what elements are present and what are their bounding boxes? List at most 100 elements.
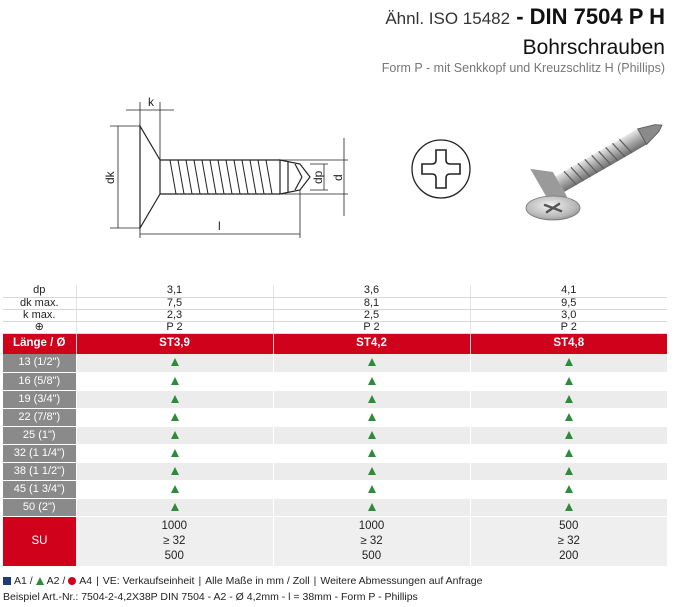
table-header-row: Länge / Ø ST3,9 ST4,2 ST4,8 (3, 333, 667, 354)
a2-triangle-icon (170, 394, 179, 403)
availability-cell[interactable] (76, 426, 273, 445)
spec-row-drive: ⊕ P 2 P 2 P 2 (3, 321, 667, 334)
a1-square-icon (3, 577, 11, 585)
availability-cell[interactable] (76, 462, 273, 481)
availability-cell[interactable] (469, 444, 667, 463)
a2-triangle-icon (367, 484, 376, 493)
a4-circle-icon (68, 577, 77, 585)
table-row: 13 (1/2") (3, 354, 667, 373)
spec-label: dk max. (3, 297, 76, 310)
spec-value: 9,5 (469, 297, 667, 310)
dim-d-label: d (331, 174, 345, 181)
dim-l-label: l (218, 219, 221, 233)
din-title: DIN 7504 P H (529, 4, 665, 29)
length-label: 32 (1 1/4") (3, 444, 77, 463)
legend: A1 / A2 / A4 | VE: Verkaufseinheit | All… (3, 575, 482, 587)
table-row: 38 (1 1/2") (3, 462, 667, 481)
a2-triangle-icon (367, 412, 376, 421)
length-label: 50 (2") (3, 498, 77, 517)
phillips-recess-icon (411, 139, 471, 199)
availability-cell[interactable] (76, 390, 273, 409)
availability-cell[interactable] (272, 372, 470, 391)
a2-triangle-icon (367, 502, 376, 511)
a2-triangle-icon (170, 412, 179, 421)
availability-cell[interactable] (76, 408, 273, 427)
a2-triangle-icon (170, 358, 179, 367)
availability-cell[interactable] (76, 480, 273, 499)
length-label: 25 (1") (3, 426, 77, 445)
dim-dk-label: dk (103, 170, 117, 184)
product-subtitle: Form P - mit Senkkopf und Kreuzschlitz H… (381, 61, 665, 75)
su-value: 500 (361, 549, 382, 562)
legend-ve: VE: Verkaufseinheit (102, 575, 195, 587)
a2-triangle-icon (170, 448, 179, 457)
availability-cell[interactable] (469, 426, 667, 445)
availability-cell[interactable] (76, 444, 273, 463)
legend-a1: A1 / (14, 575, 33, 587)
length-label: 13 (1/2") (3, 354, 77, 373)
availability-cell[interactable] (76, 354, 273, 373)
su-values: 1000 ≥ 32 500 (76, 516, 273, 566)
availability-cell[interactable] (272, 390, 470, 409)
su-value: 200 (559, 549, 579, 562)
legend-a2: A2 / (46, 575, 66, 587)
su-value: 500 (164, 549, 184, 562)
legend-units: Alle Maße in mm / Zoll (205, 575, 310, 587)
spec-row-dk: dk max. 7,5 8,1 9,5 (3, 297, 667, 310)
length-label: 45 (1 3/4") (3, 480, 77, 499)
availability-cell[interactable] (469, 408, 667, 427)
availability-cell[interactable] (272, 480, 470, 499)
spec-value: 2,5 (272, 309, 470, 322)
a2-triangle-icon (367, 376, 376, 385)
availability-cell[interactable] (469, 498, 667, 517)
su-value: 1000 (358, 519, 385, 532)
legend-separator: | (313, 575, 317, 587)
spec-value: 3,0 (469, 309, 667, 322)
availability-cell[interactable] (76, 372, 273, 391)
legend-separator: | (198, 575, 202, 587)
availability-cell[interactable] (469, 480, 667, 499)
table-row: 50 (2") (3, 498, 667, 517)
table-row: 16 (5/8") (3, 372, 667, 391)
spec-value: 8,1 (272, 297, 470, 310)
availability-cell[interactable] (469, 372, 667, 391)
technical-drawing: k dk l dp d (103, 95, 348, 238)
su-value: ≥ 32 (163, 534, 186, 547)
availability-cell[interactable] (272, 444, 470, 463)
table-row: 22 (7/8") (3, 408, 667, 427)
a2-triangle-icon (170, 466, 179, 475)
a2-triangle-icon (170, 376, 179, 385)
a2-triangle-icon (367, 430, 376, 439)
length-label: 19 (3/4") (3, 390, 77, 409)
availability-cell[interactable] (272, 354, 470, 373)
availability-cell[interactable] (469, 354, 667, 373)
su-value: ≥ 32 (360, 534, 383, 547)
a2-triangle-icon (564, 394, 573, 403)
availability-cell[interactable] (76, 498, 273, 517)
availability-cell[interactable] (469, 390, 667, 409)
dim-dp-label: dp (311, 170, 325, 184)
su-values: 1000 ≥ 32 500 (272, 516, 470, 566)
a2-triangle-icon (564, 502, 573, 511)
table-row: 45 (1 3/4") (3, 480, 667, 499)
legend-separator: | (96, 575, 99, 587)
a2-triangle-icon (170, 484, 179, 493)
product-title: Bohrschrauben (522, 36, 665, 59)
a2-triangle-icon (564, 412, 573, 421)
din-separator: - (510, 4, 530, 29)
a2-triangle-icon (564, 376, 573, 385)
availability-cell[interactable] (272, 462, 470, 481)
availability-cell[interactable] (469, 462, 667, 481)
su-values: 500 ≥ 32 200 (469, 516, 667, 566)
a2-triangle-icon (367, 466, 376, 475)
availability-cell[interactable] (272, 426, 470, 445)
a2-triangle-icon (564, 430, 573, 439)
availability-cell[interactable] (272, 408, 470, 427)
table-row: 19 (3/4") (3, 390, 667, 409)
spec-value: 3,1 (75, 285, 273, 298)
legend-more: Weitere Abmessungen auf Anfrage (320, 575, 483, 587)
dimension-table: dp 3,1 3,6 4,1 dk max. 7,5 8,1 9,5 k max… (3, 285, 667, 566)
a2-triangle-icon (564, 484, 573, 493)
spec-value: 2,3 (75, 309, 273, 322)
availability-cell[interactable] (272, 498, 470, 517)
